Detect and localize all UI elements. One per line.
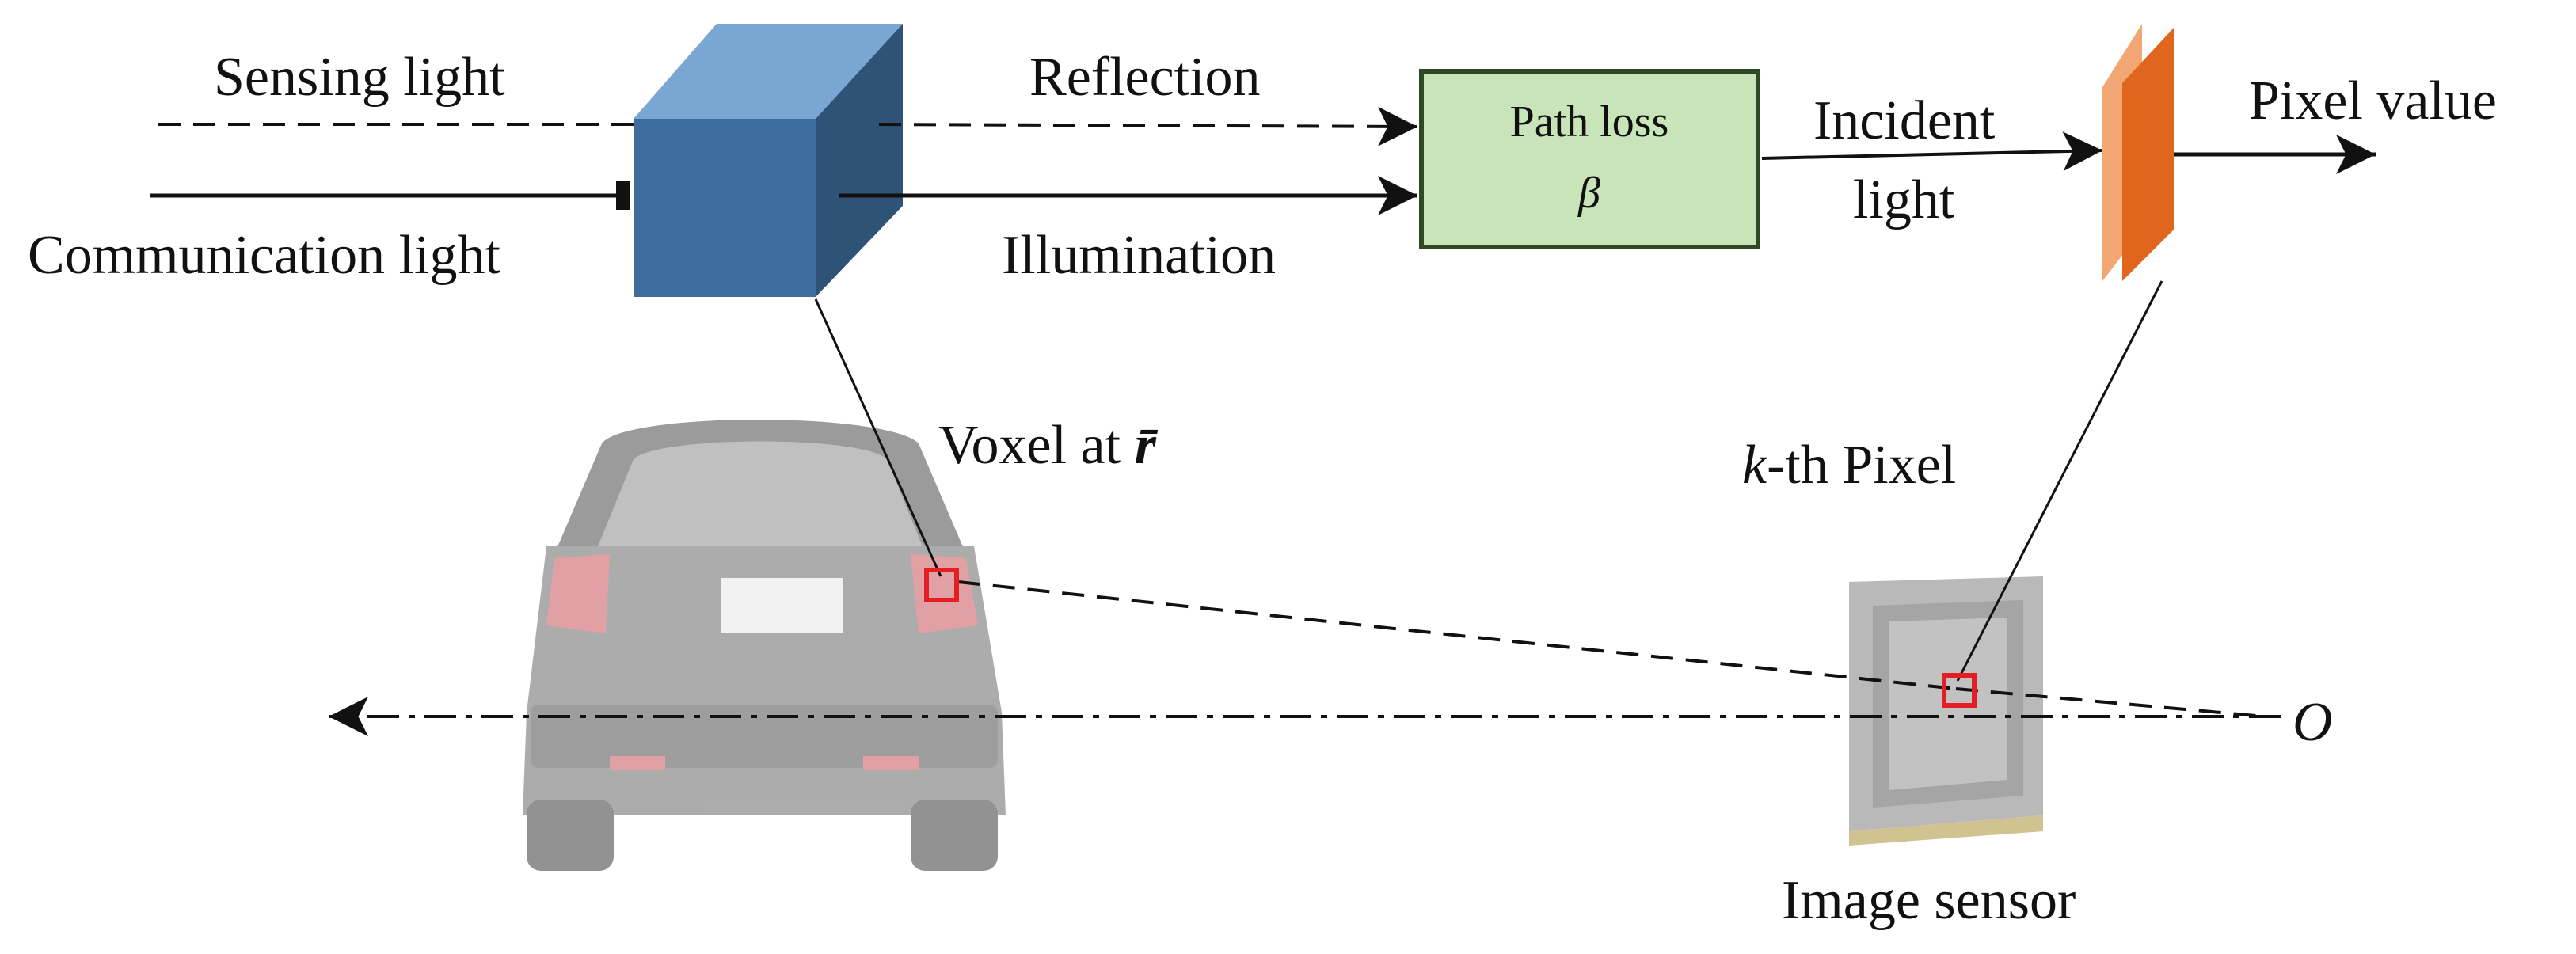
- incident-light-arrow: [1761, 131, 2103, 172]
- voxel-label: Voxel at r̄: [938, 415, 1158, 476]
- sensing-light-label: Sensing light: [214, 47, 505, 108]
- communication-light-label: Communication light: [28, 225, 500, 286]
- reflection-label: Reflection: [1029, 47, 1261, 108]
- orange-panel-icon: [2102, 24, 2174, 281]
- communication-light-arrow-head: [616, 181, 630, 210]
- projection-ray-1: [957, 580, 1957, 690]
- image-sensor-chip-icon: [1849, 576, 2043, 846]
- car-rear-icon: [523, 420, 1006, 871]
- voxel-highlight-box: [924, 568, 959, 602]
- kth-pixel-rest: -th Pixel: [1767, 435, 1956, 496]
- illumination-label: Illumination: [1002, 225, 1276, 286]
- projection-ray-2: [1955, 687, 2266, 718]
- reflection-arrow: [878, 106, 1418, 146]
- kth-pixel-label: k-th Pixel: [1742, 435, 1956, 496]
- path-loss-box: [1419, 69, 1760, 249]
- pixel-value-label: Pixel value: [2249, 70, 2497, 131]
- kth-pixel-k: k: [1742, 435, 1768, 496]
- voxel-label-prefix: Voxel at: [938, 415, 1135, 476]
- blue-cube-icon: [634, 24, 903, 297]
- pixel-pointer-line: [1956, 280, 2163, 682]
- origin-label: O: [2293, 692, 2333, 753]
- incident-label-line1: Incident: [1813, 90, 1996, 151]
- image-sensor-label: Image sensor: [1782, 870, 2076, 931]
- voxel-symbol: r̄: [1135, 415, 1159, 476]
- pixel-highlight-box: [1942, 673, 1977, 708]
- path-loss-label: Path loss: [1510, 97, 1669, 146]
- beta-symbol: β: [1577, 169, 1600, 218]
- incident-label-line2: light: [1853, 169, 1955, 230]
- voxel-pointer-line: [814, 298, 942, 577]
